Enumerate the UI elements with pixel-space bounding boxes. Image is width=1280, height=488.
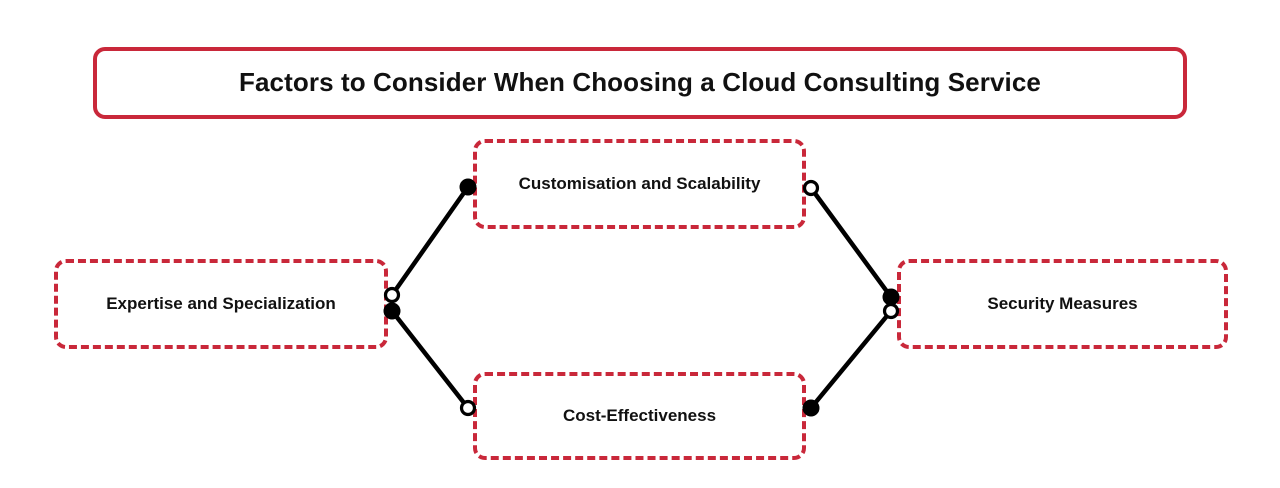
edge-cost-security (808, 308, 894, 411)
node-security-label: Security Measures (987, 294, 1138, 314)
connector-dot-customisation-right (802, 179, 820, 197)
connector-dot-security-lower (882, 302, 900, 320)
diagram-title-box: Factors to Consider When Choosing a Clou… (93, 47, 1187, 119)
node-customisation-label: Customisation and Scalability (518, 174, 761, 194)
node-customisation[interactable]: Customisation and Scalability (473, 139, 806, 229)
node-cost-label: Cost-Effectiveness (562, 406, 717, 426)
node-security[interactable]: Security Measures (897, 259, 1228, 349)
diagram-title: Factors to Consider When Choosing a Clou… (239, 67, 1041, 98)
edge-expertise-cost (389, 308, 471, 411)
edge-customisation-security (808, 185, 894, 300)
node-cost[interactable]: Cost-Effectiveness (473, 372, 806, 460)
node-expertise[interactable]: Expertise and Specialization (54, 259, 388, 349)
node-expertise-label: Expertise and Specialization (106, 294, 336, 314)
edge-expertise-customisation (389, 184, 471, 298)
